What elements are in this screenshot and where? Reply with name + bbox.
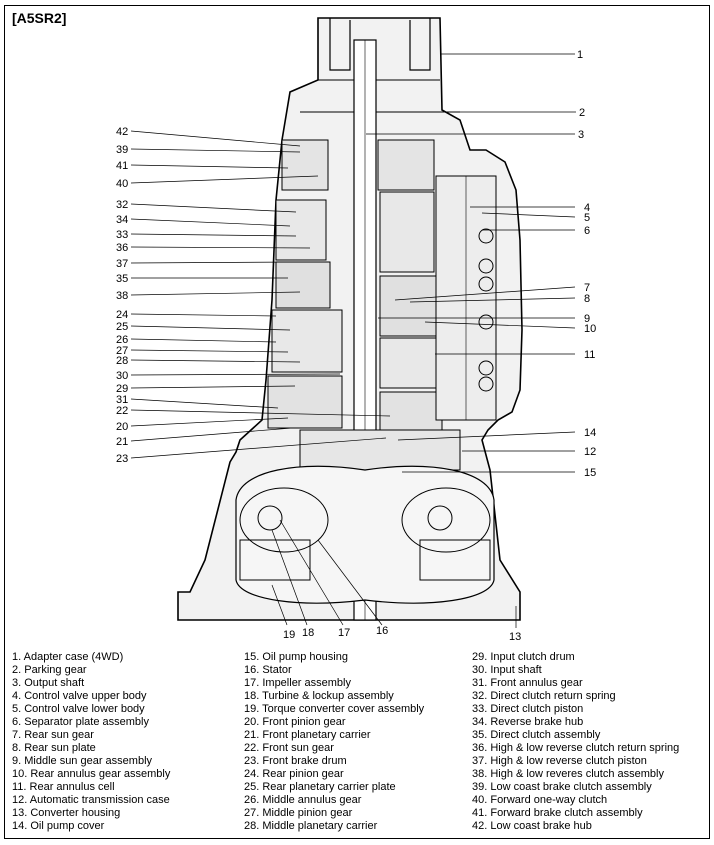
- legend-item: 15. Oil pump housing: [244, 651, 348, 663]
- callout-1: 1: [577, 49, 583, 61]
- callout-42: 42: [116, 126, 128, 138]
- legend-item: 27. Middle pinion gear: [244, 807, 353, 819]
- transmission-cutaway-diagram: 1 2 3 4 5 6 7 8 9 10 11 14 12 15 42 39 4…: [116, 17, 596, 643]
- legend-item: 12. Automatic transmission case: [12, 794, 170, 806]
- legend-item: 33. Direct clutch piston: [472, 703, 584, 715]
- legend-column-2: 15. Oil pump housing 16. Stator 17. Impe…: [244, 651, 424, 833]
- callout-16: 16: [376, 625, 388, 637]
- callout-12: 12: [584, 446, 596, 458]
- callout-34: 34: [116, 214, 128, 226]
- callout-23: 23: [116, 453, 128, 465]
- callout-38: 38: [116, 290, 128, 302]
- legend-item: 30. Input shaft: [472, 664, 542, 676]
- legend-item: 3. Output shaft: [12, 677, 85, 689]
- legend-item: 17. Impeller assembly: [244, 677, 351, 689]
- legend-item: 5. Control valve lower body: [12, 703, 145, 715]
- legend-item: 13. Converter housing: [12, 807, 121, 819]
- legend-item: 39. Low coast brake clutch assembly: [472, 781, 652, 793]
- legend-item: 40. Forward one-way clutch: [472, 794, 608, 806]
- legend-item: 36. High & low reverse clutch return spr…: [472, 742, 680, 754]
- callout-30: 30: [116, 370, 128, 382]
- legend-item: 37. High & low reverse clutch piston: [472, 755, 647, 767]
- legend-item: 14. Oil pump cover: [12, 820, 105, 832]
- callout-7: 7: [584, 282, 590, 294]
- callout-8: 8: [584, 293, 590, 305]
- legend-item: 24. Rear pinion gear: [244, 768, 344, 780]
- callout-32: 32: [116, 199, 128, 211]
- legend-item: 26. Middle annulus gear: [244, 794, 362, 806]
- legend-item: 18. Turbine & lockup assembly: [244, 690, 394, 702]
- callout-15: 15: [584, 467, 596, 479]
- legend-item: 32. Direct clutch return spring: [472, 690, 616, 702]
- transmission-body: [177, 17, 523, 621]
- callout-28: 28: [116, 355, 128, 367]
- figure-frame: [4, 5, 710, 839]
- legend-item: 9. Middle sun gear assembly: [12, 755, 153, 767]
- legend-item: 7. Rear sun gear: [12, 729, 94, 741]
- legend-item: 4. Control valve upper body: [12, 690, 147, 702]
- callout-40: 40: [116, 178, 128, 190]
- callout-24: 24: [116, 309, 128, 321]
- callout-36: 36: [116, 242, 128, 254]
- figure-title: [A5SR2]: [12, 10, 67, 26]
- legend-item: 11. Rear annulus cell: [12, 781, 115, 793]
- callout-22: 22: [116, 405, 128, 417]
- callout-4: 4: [584, 202, 590, 214]
- legend-item: 34. Reverse brake hub: [472, 716, 584, 728]
- callout-39: 39: [116, 144, 128, 156]
- callout-5: 5: [584, 212, 590, 224]
- callout-2: 2: [579, 107, 585, 119]
- legend-item: 41. Forward brake clutch assembly: [472, 807, 643, 819]
- callout-17: 17: [338, 627, 350, 639]
- callout-14: 14: [584, 427, 596, 439]
- callout-37: 37: [116, 258, 128, 270]
- legend-column-1: 1. Adapter case (4WD) 2. Parking gear 3.…: [12, 651, 170, 833]
- leader-lines: [130, 53, 576, 628]
- callout-9: 9: [584, 313, 590, 325]
- legend-item: 23. Front brake drum: [244, 755, 347, 767]
- parts-legend: 1. Adapter case (4WD) 2. Parking gear 3.…: [12, 651, 706, 837]
- legend-item: 10. Rear annulus gear assembly: [12, 768, 171, 780]
- legend-item: 20. Front pinion gear: [244, 716, 346, 728]
- callout-numbers: 1 2 3 4 5 6 7 8 9 10 11 14 12 15 42 39 4…: [116, 49, 596, 643]
- legend-item: 25. Rear planetary carrier plate: [244, 781, 396, 793]
- callout-29: 29: [116, 383, 128, 395]
- callout-13: 13: [509, 631, 521, 643]
- legend-item: 2. Parking gear: [12, 664, 87, 676]
- legend-item: 38. High & low reveres clutch assembly: [472, 768, 664, 780]
- legend-item: 22. Front sun gear: [244, 742, 334, 754]
- legend-item: 31. Front annulus gear: [472, 677, 583, 689]
- callout-31: 31: [116, 394, 128, 406]
- callout-33: 33: [116, 229, 128, 241]
- legend-item: 21. Front planetary carrier: [244, 729, 371, 741]
- callout-11: 11: [584, 349, 595, 361]
- legend-column-3: 29. Input clutch drum 30. Input shaft 31…: [472, 651, 679, 833]
- callout-6: 6: [584, 225, 590, 237]
- callout-27: 27: [116, 345, 128, 357]
- callout-18: 18: [302, 627, 314, 639]
- legend-item: 28. Middle planetary carrier: [244, 820, 378, 832]
- legend-item: 35. Direct clutch assembly: [472, 729, 601, 741]
- legend-item: 29. Input clutch drum: [472, 651, 575, 663]
- callout-35: 35: [116, 273, 128, 285]
- legend-item: 42. Low coast brake hub: [472, 820, 592, 832]
- callout-19: 19: [283, 629, 295, 641]
- callout-10: 10: [584, 323, 596, 335]
- legend-item: 16. Stator: [244, 664, 292, 676]
- callout-41: 41: [116, 160, 128, 172]
- callout-3: 3: [578, 129, 584, 141]
- legend-item: 1. Adapter case (4WD): [12, 651, 124, 663]
- legend-item: 19. Torque converter cover assembly: [244, 703, 425, 715]
- callout-21: 21: [116, 436, 128, 448]
- legend-item: 8. Rear sun plate: [12, 742, 96, 754]
- legend-item: 6. Separator plate assembly: [12, 716, 149, 728]
- callout-26: 26: [116, 334, 128, 346]
- callout-20: 20: [116, 421, 128, 433]
- callout-25: 25: [116, 321, 128, 333]
